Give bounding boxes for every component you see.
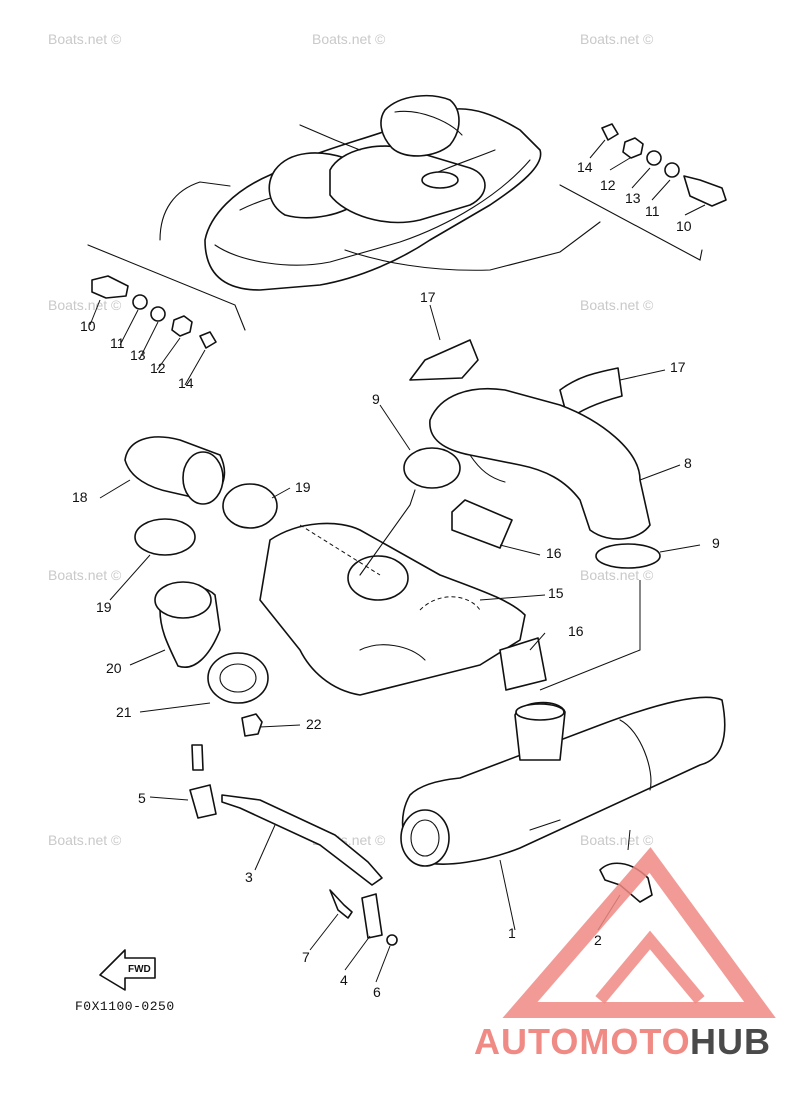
callout-13-right: 13 — [625, 190, 641, 206]
callout-17-right: 17 — [670, 359, 686, 375]
callout-9-right: 9 — [712, 535, 720, 551]
diagram-code: F0X1100-0250 — [75, 999, 175, 1014]
callout-16-lower: 16 — [568, 623, 584, 639]
forward-arrow-icon: FWD — [99, 949, 156, 991]
bolt-22 — [241, 713, 263, 737]
logo-text-automoto: AUTOMOTO — [474, 1021, 691, 1062]
fwd-label: FWD — [128, 964, 151, 975]
callout-14-right: 14 — [577, 159, 593, 175]
callout-3: 3 — [245, 869, 253, 885]
pad-17-upper — [409, 339, 479, 381]
strap-3 — [221, 794, 383, 886]
watercraft-hull-illustration — [87, 94, 703, 331]
leader-lines — [89, 139, 706, 983]
callout-5: 5 — [138, 790, 146, 806]
callout-11-left: 11 — [110, 335, 125, 351]
watermark-text: Boats.net © — [580, 31, 654, 47]
callout-21: 21 — [116, 704, 132, 720]
water-lock-chamber-15 — [259, 522, 526, 696]
callout-12-left: 12 — [150, 360, 166, 376]
left-fastener-set — [91, 275, 217, 349]
callout-16-upper: 16 — [546, 545, 562, 561]
bolt-7 — [329, 889, 353, 919]
callout-12-right: 12 — [600, 177, 616, 193]
callout-19-lower: 19 — [96, 599, 112, 615]
right-fastener-set — [601, 123, 727, 207]
automotohub-logo: AUTOMOTO HUB — [474, 847, 776, 1062]
callout-10-left: 10 — [80, 318, 96, 334]
callout-6: 6 — [373, 984, 381, 1000]
callout-1: 1 — [508, 925, 516, 941]
callout-7: 7 — [302, 949, 310, 965]
callout-18: 18 — [72, 489, 88, 505]
logo-text-hub: HUB — [690, 1021, 771, 1062]
watermark-text: Boats.net © — [48, 31, 122, 47]
pad-16-upper — [451, 499, 513, 549]
watermark-text: Boats.net © — [580, 832, 654, 848]
callout-13-left: 13 — [130, 347, 146, 363]
callout-14-left: 14 — [178, 375, 194, 391]
gasket-21 — [207, 652, 269, 704]
watermark-text: Boats.net © — [48, 567, 122, 583]
watermark-text: Boats.net © — [580, 567, 654, 583]
watermark-text: Boats.net © — [312, 31, 386, 47]
washer-6 — [386, 934, 398, 946]
bolt-5 — [191, 744, 204, 771]
hose-clamp-9-right — [595, 543, 661, 569]
hose-clamp-9-upper — [403, 447, 461, 489]
callout-9-upper: 9 — [372, 391, 380, 407]
callout-8: 8 — [684, 455, 692, 471]
callout-4: 4 — [340, 972, 348, 988]
callout-11-right: 11 — [645, 203, 660, 219]
callout-labels: 1 2 3 4 5 6 7 8 9 9 10 10 11 11 12 12 13… — [72, 159, 720, 1000]
logo-triangle-icon — [502, 847, 776, 1018]
hose-clamp-19-lower — [134, 518, 196, 556]
plate-4 — [361, 893, 383, 939]
hose-clamp-19-upper — [222, 483, 278, 529]
watermark-text: Boats.net © — [48, 832, 122, 848]
callout-20: 20 — [106, 660, 122, 676]
pad-16-lower — [499, 637, 547, 691]
bracket-5 — [189, 784, 217, 819]
callout-22: 22 — [306, 716, 322, 732]
callout-17-upper: 17 — [420, 289, 436, 305]
callout-19-upper: 19 — [295, 479, 311, 495]
callout-15: 15 — [548, 585, 564, 601]
watermark-text: Boats.net © — [580, 297, 654, 313]
watermark-text: Boats.net © — [48, 297, 122, 313]
callout-10-right: 10 — [676, 218, 692, 234]
callout-2: 2 — [594, 932, 602, 948]
